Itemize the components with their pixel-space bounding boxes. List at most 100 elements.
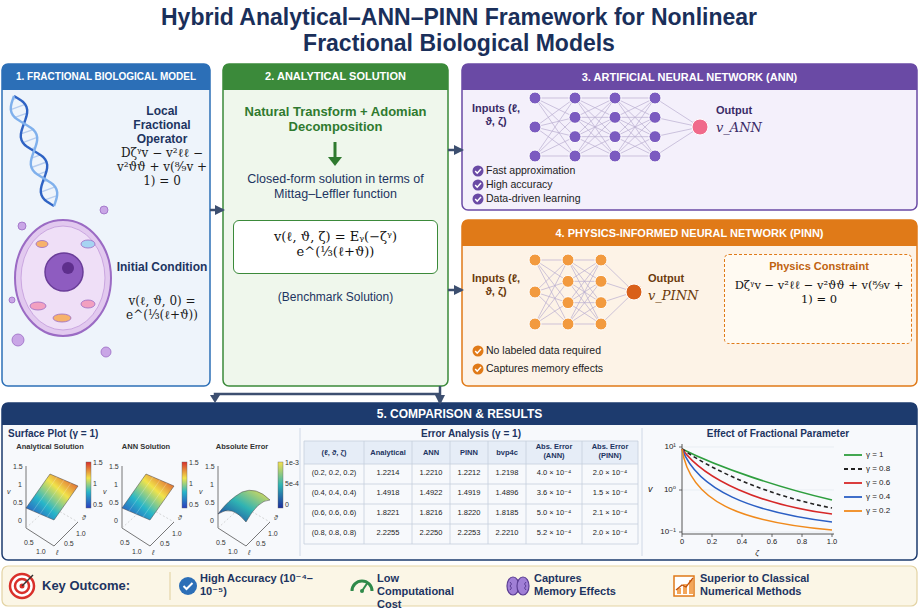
section-divider [300, 428, 301, 556]
colorbar [278, 462, 283, 508]
network-link [615, 137, 655, 156]
table-cell: PINN [451, 449, 487, 458]
bracket-line [215, 394, 440, 396]
organelle [53, 314, 71, 322]
check-mark [475, 169, 481, 173]
plot-label: Effect of Fractional Parameter [690, 428, 866, 440]
chart-curve [682, 449, 832, 522]
table-rule [364, 441, 365, 544]
node-text: Output [648, 272, 718, 285]
table-rule [304, 504, 638, 505]
chart-gridline [682, 447, 834, 448]
plot-label: 0.5 [13, 499, 23, 507]
network-link [575, 98, 615, 156]
plot-label: Surface Plot (γ = 1) [8, 428, 208, 440]
organelle [36, 241, 48, 248]
plot-label: 0.4 [732, 538, 752, 547]
table-cell: 1.5 × 10⁻⁴ [583, 489, 637, 498]
node-heading: Key Outcome: [42, 578, 154, 593]
plot-label: ℓ [152, 549, 154, 557]
neuron [562, 297, 574, 309]
plot-label: v [199, 488, 203, 496]
neuron [595, 254, 607, 266]
surface [122, 474, 174, 520]
table-cell: Abs. Error (ANN) [527, 443, 581, 461]
node-text: Low Computational Cost [377, 572, 469, 609]
network-link [575, 98, 615, 117]
table-cell: 5.2 × 10⁻⁴ [527, 529, 581, 538]
chart-tick [832, 534, 833, 537]
plot-label: 0.8 [792, 538, 812, 547]
plot-label: 1 [93, 480, 97, 488]
plot-label: 1.5 [189, 459, 199, 467]
chart-curve [682, 449, 832, 514]
plot-label: 1.0 [228, 548, 238, 556]
table-cell: (ℓ, ϑ, ζ) [305, 449, 363, 458]
panel-frame [2, 403, 917, 560]
plot-label: ϑ [274, 514, 278, 522]
plot-label: 10⁻¹ [652, 527, 676, 536]
table-cell: 1.2210 [413, 469, 449, 478]
table-cell: 1.8216 [413, 509, 449, 518]
table-cell: bvp4c [489, 449, 525, 458]
chart-tick [682, 534, 683, 537]
neuron [529, 254, 541, 266]
plot-label: 1e-3 [285, 459, 299, 467]
node-text: Superior to Classical Numerical Methods [700, 572, 828, 598]
node-text: v(ℓ, ϑ, 0) = e^(⅓(ℓ+ϑ)) [114, 294, 210, 322]
neuron [649, 131, 661, 143]
check-icon [473, 364, 484, 375]
legend-text: γ = 0.8 [866, 464, 890, 473]
constraint-box: Physics ConstraintDζᵞv − v²ℓℓ − v²ϑϑ + v… [724, 254, 912, 344]
plot-axis [26, 466, 78, 546]
node-text: v_PINN [648, 288, 718, 303]
node-heading: 3. ARTIFICIAL NEURAL NETWORK (ANN) [468, 71, 911, 84]
plot-label: 1.0 [36, 548, 46, 556]
neuron [529, 150, 541, 162]
ann-panel: 3. ARTIFICIAL NEURAL NETWORK (ANN)Inputs… [462, 64, 917, 210]
plot-label: ϑ [82, 514, 86, 522]
table-cell: 5.0 × 10⁻⁴ [527, 509, 581, 518]
neuron [595, 318, 607, 330]
node-text: Dζᵞv − v²ℓℓ − v²ϑϑ + v(⁸⁄₉v + 1) = 0 [114, 146, 210, 188]
check-mark [475, 183, 481, 187]
chart-gridline [682, 490, 834, 491]
plot-label: 1.0 [76, 530, 86, 538]
network-link [568, 260, 601, 324]
organelle [30, 302, 46, 310]
node-text: Fast approximation [486, 164, 686, 176]
plot-label: 0.5 [205, 499, 215, 507]
plot-label: 0 [285, 501, 289, 509]
panel-frame [462, 220, 917, 386]
node-heading: 4. PHYSICS-INFORMED NEURAL NETWORK (PINN… [468, 227, 911, 240]
node-text: Closed-form solution in terms of Mittag–… [233, 172, 438, 202]
table-cell: 2.2253 [451, 529, 487, 538]
node-heading: 2. ANALYTICAL SOLUTION [227, 70, 444, 83]
table-cell: 1.4922 [413, 489, 449, 498]
flow-arrow [448, 149, 462, 152]
process-arrow [334, 142, 337, 158]
plot-label: v [648, 484, 653, 495]
brain-fold [510, 582, 526, 590]
node-heading: 5. COMPARISON & RESULTS [6, 407, 913, 421]
surface-grid [129, 477, 153, 511]
diagram-title: Hybrid Analytical–ANN–PINN Framework for… [159, 5, 759, 57]
brain-icon [517, 577, 529, 595]
outcome-band: Key Outcome:High Accuracy (10⁻⁴–10⁻⁵)Low… [2, 566, 917, 606]
plot-label: 1.5 [93, 459, 103, 467]
neuron [609, 150, 621, 162]
neuron [595, 275, 607, 287]
table-rule [412, 441, 413, 544]
plot-label: 1 [18, 481, 22, 489]
dna-strand [11, 96, 57, 206]
panel-frame [223, 64, 448, 386]
neuron [626, 284, 642, 300]
plot-label: 1.0 [822, 538, 842, 547]
network-link [535, 292, 568, 324]
plot-axis [122, 466, 174, 546]
node-text: (Benchmark Solution) [233, 290, 438, 304]
plot-label: 10¹ [652, 442, 676, 451]
node-text: Dζᵞv − v²ℓℓ − v²ϑϑ + v(⁸⁄₉v + 1) = 0 [731, 279, 907, 306]
table-cell: 1.4896 [489, 489, 525, 498]
panel-header-bar [2, 403, 917, 425]
